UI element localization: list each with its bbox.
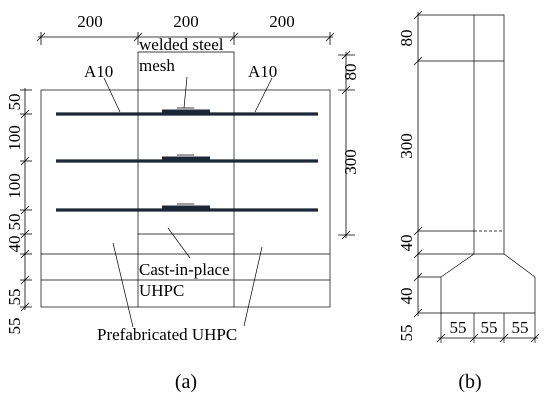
left-dimension-line [20, 88, 32, 312]
left-dim-50-bottom: 50 [5, 214, 24, 231]
section-bottom-dimension [436, 313, 540, 343]
left-dim-40: 40 [5, 236, 24, 253]
left-dim-55-upper: 55 [5, 289, 24, 306]
label-cast-in-place: Cast-in-place [139, 260, 230, 279]
rebar-layer-1 [56, 107, 318, 116]
label-a10-left: A10 [84, 62, 113, 81]
section-bottom-dim-1: 55 [450, 318, 467, 337]
section-dim-40-upper: 40 [397, 235, 416, 252]
label-mesh: mesh [139, 56, 175, 75]
label-a10-right: A10 [248, 62, 277, 81]
section-dim-40-lower: 40 [397, 288, 416, 305]
section-dim-55: 55 [397, 325, 416, 342]
panel-b: 80 300 40 40 55 55 55 55 (b) [397, 10, 540, 393]
leader-lines [103, 76, 273, 328]
label-prefabricated-uhpc: Prefabricated UHPC [97, 325, 237, 344]
caption-a: (a) [175, 371, 197, 393]
left-dim-55-lower: 55 [5, 318, 24, 335]
right-dim-80: 80 [341, 64, 360, 81]
top-dim-2: 200 [173, 12, 199, 31]
caption-b: (b) [458, 371, 481, 393]
rebar-layer-3 [56, 203, 318, 212]
section-bottom-dim-2: 55 [481, 318, 498, 337]
section-dim-80: 80 [397, 30, 416, 47]
top-dim-3: 200 [269, 12, 295, 31]
section-dim-300: 300 [397, 133, 416, 159]
top-dim-1: 200 [77, 12, 103, 31]
label-welded-steel: welded steel [139, 35, 224, 54]
rebar-layer-2 [56, 154, 318, 163]
section-extension-lines [418, 14, 474, 314]
label-cast-uhpc: UHPC [139, 281, 184, 300]
top-dimension-line [36, 32, 335, 45]
right-dimension-line [338, 50, 355, 240]
section-outline [440, 14, 536, 314]
section-left-dimension [413, 10, 423, 318]
panel-a: 200 200 200 [5, 12, 360, 393]
left-dim-50-top: 50 [5, 94, 24, 111]
right-dim-300: 300 [341, 149, 360, 175]
section-bottom-dim-3: 55 [512, 318, 529, 337]
left-dim-100-lower: 100 [5, 173, 24, 199]
left-dim-100-upper: 100 [5, 125, 24, 151]
